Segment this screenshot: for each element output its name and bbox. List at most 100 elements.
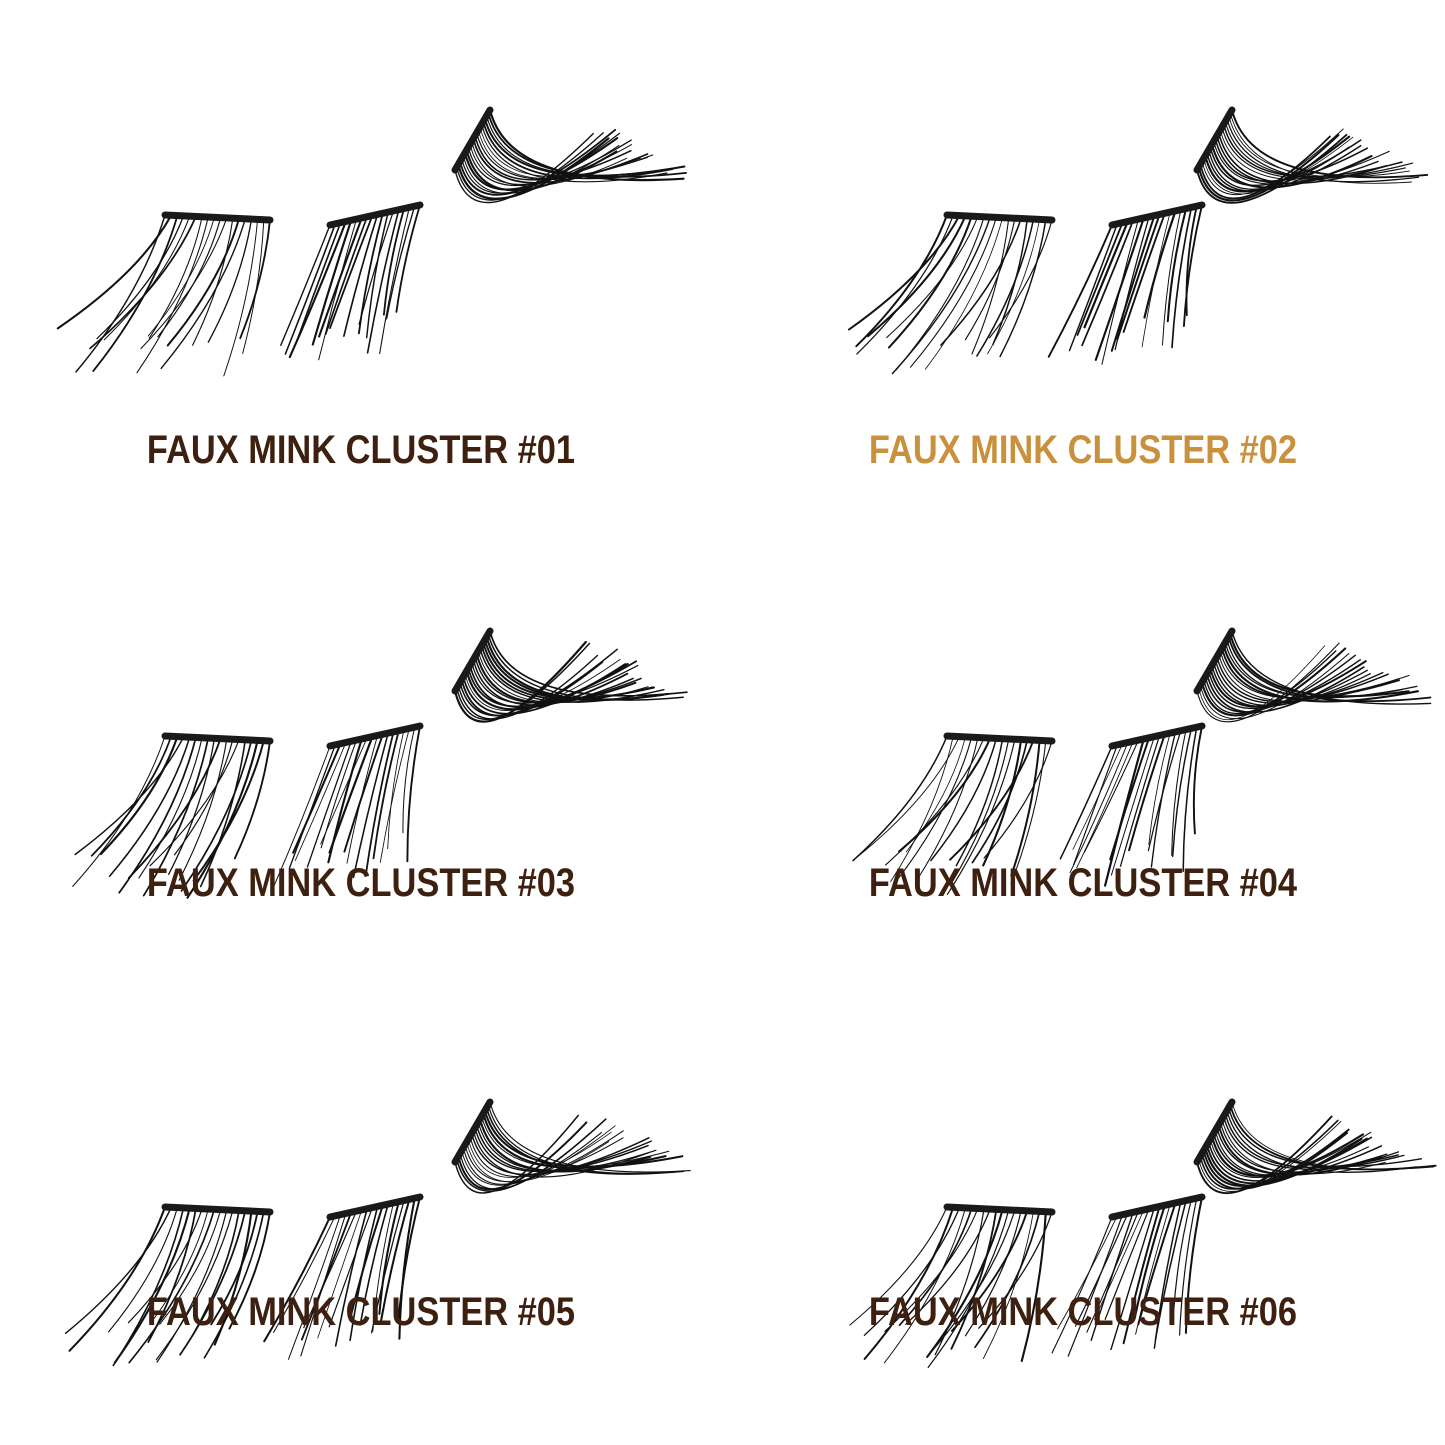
product-cell-04: FAUX MINK CLUSTER #04 xyxy=(722,481,1444,962)
lash-strand xyxy=(1116,213,1161,341)
lash-strand xyxy=(1199,135,1331,200)
lash-strand xyxy=(1227,635,1432,703)
lash-strand xyxy=(142,737,210,897)
lash-strand xyxy=(138,737,203,879)
lash-strand xyxy=(379,727,410,863)
lash-strand xyxy=(147,216,215,337)
lash-strand xyxy=(178,738,228,881)
lash-strand xyxy=(1171,727,1193,858)
lash-strand xyxy=(930,737,998,862)
lash-strand xyxy=(186,739,259,899)
lash-strand xyxy=(469,1135,624,1178)
lash-cluster-image xyxy=(852,627,1432,895)
lash-strand xyxy=(949,738,1010,887)
lash-band xyxy=(1108,201,1206,229)
lash-strand xyxy=(1133,1204,1166,1320)
lash-strand xyxy=(242,219,265,354)
lash-strand xyxy=(464,1130,624,1183)
lash-strand xyxy=(155,1209,234,1361)
lash-strand xyxy=(179,1209,247,1356)
lash-strand xyxy=(1208,146,1350,190)
lash-strand xyxy=(461,132,621,194)
product-label: FAUX MINK CLUSTER #05 xyxy=(146,1290,576,1334)
lash-strand xyxy=(461,1125,616,1186)
lash-strand xyxy=(462,1132,602,1185)
lash-strand xyxy=(1172,1198,1192,1316)
lash-strand xyxy=(482,120,674,180)
lash-strand xyxy=(470,1132,650,1176)
lash-strand xyxy=(1141,211,1171,348)
lash-cluster-image xyxy=(72,627,688,899)
lash-strand xyxy=(1210,143,1373,189)
lash-strand xyxy=(1213,140,1390,185)
lash-strand xyxy=(168,737,216,875)
lash-strand xyxy=(90,735,173,857)
product-cell-05: FAUX MINK CLUSTER #05 xyxy=(0,962,722,1443)
lash-strand xyxy=(1184,1195,1204,1334)
lash-strand xyxy=(379,1198,411,1323)
lash-strand xyxy=(273,1215,336,1333)
lash-strand xyxy=(487,1104,681,1175)
lash-strand xyxy=(1122,212,1166,333)
lash-band xyxy=(161,211,274,224)
lash-strand xyxy=(365,211,389,339)
lash-strand xyxy=(203,1210,265,1359)
lash-strand xyxy=(1204,1137,1363,1187)
lash-strand xyxy=(924,217,1004,370)
lash-strand xyxy=(1216,134,1379,185)
lash-strand xyxy=(467,660,638,708)
lash-strand xyxy=(1154,1199,1187,1341)
lash-strand xyxy=(1143,209,1177,319)
lash-strand xyxy=(1231,1101,1435,1170)
lash-strand xyxy=(909,216,997,368)
lash-strand xyxy=(1223,1115,1405,1170)
lash-strand xyxy=(455,642,591,721)
lash-strand xyxy=(949,739,1035,861)
lash-strand xyxy=(160,218,246,369)
lash-strand xyxy=(1104,1208,1150,1320)
lash-cluster-image xyxy=(56,106,687,377)
lash-strand xyxy=(89,215,197,350)
lash-strand xyxy=(96,215,185,340)
lash-strand xyxy=(99,735,179,856)
lash-strand xyxy=(1199,653,1350,720)
lash-strand xyxy=(848,214,961,331)
lash-band xyxy=(943,211,1056,224)
product-label: FAUX MINK CLUSTER #04 xyxy=(868,861,1298,905)
lash-strand xyxy=(311,219,353,346)
lash-strand xyxy=(987,218,1041,355)
lash-strand xyxy=(867,214,967,338)
product-cell-01: FAUX MINK CLUSTER #01 xyxy=(0,0,722,481)
lash-strand xyxy=(1203,136,1354,195)
lash-strand xyxy=(1076,221,1124,336)
lash-strand xyxy=(288,220,347,359)
lash-strand xyxy=(1207,1136,1373,1182)
lash-strand xyxy=(1137,1201,1177,1326)
lash-band xyxy=(1108,722,1206,750)
lash-strand xyxy=(1072,743,1124,850)
lash-strand xyxy=(988,219,1053,339)
lash-strand xyxy=(999,218,1047,358)
lash-strand xyxy=(485,635,664,701)
lash-strand xyxy=(1020,1210,1047,1362)
lash-strand xyxy=(982,1210,1034,1359)
lash-strand xyxy=(487,633,684,701)
lash-strand xyxy=(1074,1212,1129,1327)
lash-strand xyxy=(463,137,619,191)
lash-strand xyxy=(466,1141,610,1183)
lash-strand xyxy=(379,206,410,355)
lash-strand xyxy=(915,736,979,883)
lash-strand xyxy=(263,1216,331,1343)
lash-strand xyxy=(223,218,259,377)
lash-strand xyxy=(1051,1216,1113,1354)
lash-strand xyxy=(334,1208,368,1347)
lash-strand xyxy=(280,224,331,346)
lash-strand xyxy=(1229,1103,1437,1171)
lash-strand xyxy=(856,736,960,858)
lash-strand xyxy=(300,1211,353,1341)
lash-strand xyxy=(1122,1205,1161,1345)
lash-strand xyxy=(397,1196,421,1320)
lash-strand xyxy=(127,1208,203,1324)
lash-strand xyxy=(287,1214,342,1360)
